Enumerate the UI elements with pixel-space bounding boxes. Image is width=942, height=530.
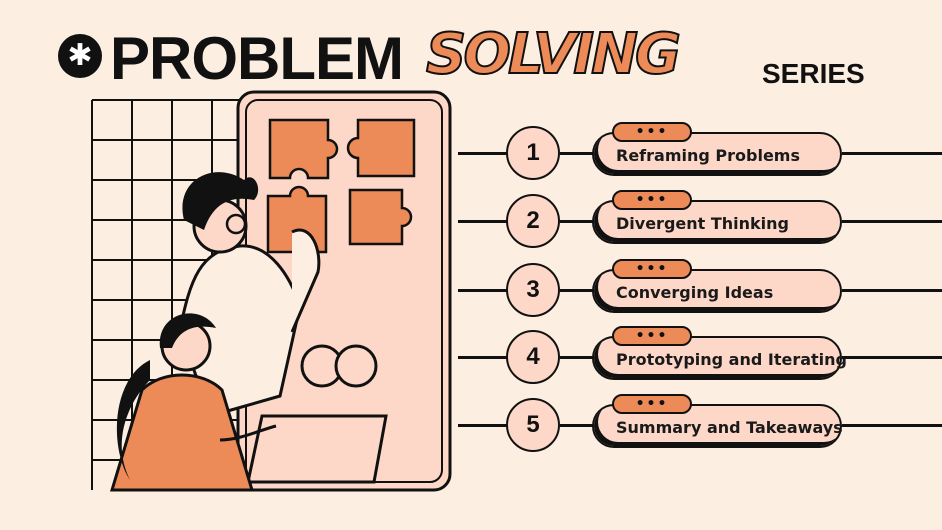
connector-line	[458, 220, 512, 223]
title-accent: SOLVING	[425, 21, 682, 88]
step-pill[interactable]: Prototyping and Iterating	[592, 336, 847, 380]
step-label: Summary and Takeaways	[616, 418, 843, 437]
asterisk-icon: ✱	[58, 34, 102, 78]
step-number: 2	[506, 194, 560, 248]
step-label: Prototyping and Iterating	[616, 350, 848, 369]
step-5[interactable]: 5 Summary and Takeaways •••	[458, 394, 942, 456]
step-label: Converging Ideas	[616, 283, 774, 302]
title-series: SERIES	[762, 58, 865, 89]
more-dots-icon[interactable]: •••	[612, 394, 692, 414]
connector-line	[560, 356, 596, 359]
step-1[interactable]: 1 Reframing Problems •••	[458, 122, 942, 184]
step-number: 1	[506, 126, 560, 180]
step-3[interactable]: 3 Converging Ideas •••	[458, 259, 942, 321]
connector-line	[458, 289, 512, 292]
step-number: 4	[506, 330, 560, 384]
standing-person	[178, 172, 321, 418]
step-label: Reframing Problems	[616, 146, 800, 165]
connector-line	[458, 152, 512, 155]
step-pill[interactable]: Summary and Takeaways	[592, 404, 843, 448]
more-dots-icon[interactable]: •••	[612, 326, 692, 346]
connector-line	[560, 220, 596, 223]
step-4[interactable]: 4 Prototyping and Iterating •••	[458, 326, 942, 388]
more-dots-icon[interactable]: •••	[612, 190, 692, 210]
connector-line	[842, 152, 942, 155]
step-label: Divergent Thinking	[616, 214, 789, 233]
connector-line	[458, 356, 512, 359]
step-2[interactable]: 2 Divergent Thinking •••	[458, 190, 942, 252]
connector-line	[842, 220, 942, 223]
more-dots-icon[interactable]: •••	[612, 122, 692, 142]
connector-line	[560, 424, 596, 427]
glasses-shape	[300, 344, 378, 388]
connector-line	[842, 424, 942, 427]
step-number: 3	[506, 263, 560, 317]
connector-line	[560, 152, 596, 155]
title-main: PROBLEM	[110, 25, 404, 92]
more-dots-icon[interactable]: •••	[612, 259, 692, 279]
connector-line	[560, 289, 596, 292]
step-number: 5	[506, 398, 560, 452]
seated-person	[109, 313, 277, 492]
step-pill[interactable]: Divergent Thinking	[592, 200, 842, 244]
connector-line	[842, 356, 942, 359]
people-solving-puzzle-illustration	[91, 90, 452, 492]
connector-line	[842, 289, 942, 292]
connector-line	[458, 424, 512, 427]
laptop	[246, 414, 388, 484]
